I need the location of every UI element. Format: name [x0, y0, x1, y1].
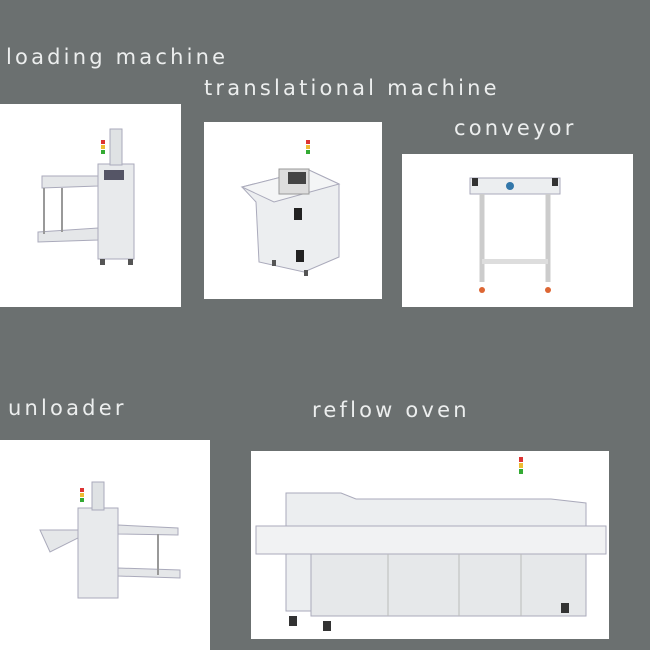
reflow-oven-image	[251, 451, 609, 639]
label-conveyor: conveyor	[454, 116, 577, 140]
unloader-image	[0, 440, 210, 650]
label-loading-machine: loading machine	[6, 45, 229, 69]
conveyor-image	[402, 154, 633, 307]
loading-machine-image	[0, 104, 181, 307]
label-unloader: unloader	[8, 396, 127, 420]
label-reflow-oven: reflow oven	[312, 398, 470, 422]
translational-machine-image	[204, 122, 382, 299]
label-translational-machine: translational machine	[204, 76, 500, 100]
